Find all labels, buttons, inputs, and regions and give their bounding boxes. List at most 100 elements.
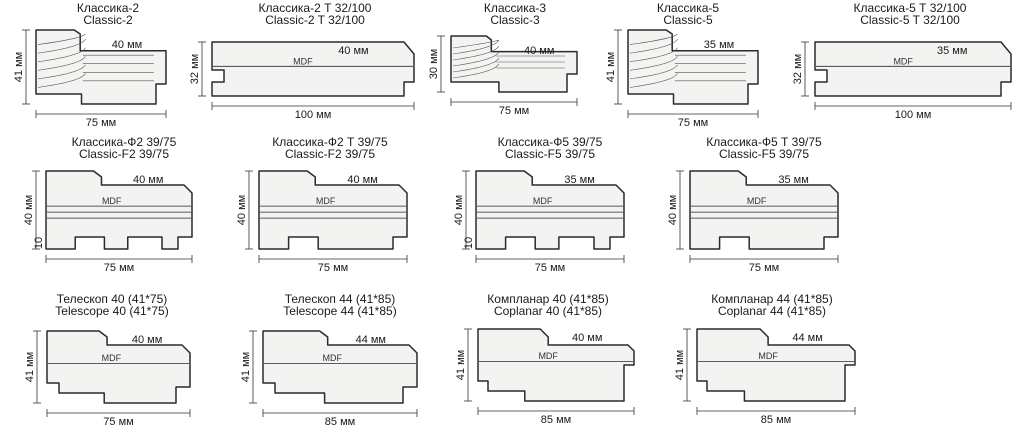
step-label: 44 мм	[356, 334, 386, 346]
width-label: 85 мм	[325, 416, 355, 428]
profile-outline	[46, 330, 191, 404]
profile-cop44: Компланар 44 (41*85)Coplanar 44 (41*85)M…	[674, 292, 856, 426]
profile-title-ru: Классика-2	[77, 1, 140, 15]
step-label: 40 мм	[132, 334, 162, 346]
step-label: 44 мм	[792, 332, 822, 344]
profile-outline	[35, 29, 167, 105]
width-label: 100 мм	[295, 109, 332, 121]
height-label: 32 мм	[189, 54, 201, 84]
step-label: 40 мм	[347, 174, 377, 186]
height-label: 41 мм	[24, 352, 36, 382]
profile-title-en: Classic-5 T 32/100	[860, 13, 960, 27]
height-label: 40 мм	[23, 195, 35, 225]
wood-grain-line	[629, 73, 678, 88]
profile-title-en: Classic-2 T 32/100	[265, 13, 365, 27]
material-label: MDF	[323, 353, 343, 363]
wood-grain-line	[629, 56, 678, 71]
profile-title-ru: Компланар 44 (41*85)	[711, 292, 832, 306]
material-label: MDF	[102, 196, 122, 206]
width-label: 85 мм	[761, 414, 791, 426]
wood-grain-line	[452, 57, 500, 73]
profile-title-en: Coplanar 40 (41*85)	[494, 304, 602, 318]
width-label: 75 мм	[499, 105, 529, 117]
profile-tel44: Телескоп 44 (41*85)Telescope 44 (41*85) M…	[240, 292, 418, 428]
profile-title-ru: Классика-5	[657, 1, 720, 15]
profile-outline	[45, 170, 193, 250]
profile-title-ru: Классика-Ф5 39/75	[498, 135, 603, 149]
wood-grain-line	[452, 39, 500, 55]
height-label: 41 мм	[240, 352, 252, 382]
wood-grain-line	[37, 33, 86, 45]
step-label: 40 мм	[133, 174, 163, 186]
width-label: 75 мм	[678, 117, 708, 129]
profile-outline	[477, 328, 635, 402]
width-label: 75 мм	[749, 262, 779, 274]
profile-outline	[689, 170, 839, 250]
wood-grain-line	[37, 64, 86, 80]
profile-title-ru: Классика-5 Т 32/100	[854, 1, 967, 15]
height-label: 30 мм	[428, 49, 440, 79]
profile-title-ru: Классика-Ф2 Т 39/75	[272, 135, 388, 149]
wood-grain-line	[37, 47, 86, 63]
wood-grain-line	[37, 38, 86, 54]
height-label: 41 мм	[13, 52, 25, 82]
wood-grain-line	[629, 38, 678, 54]
height-label: 41 мм	[455, 350, 467, 380]
step-label: 40 мм	[338, 45, 368, 57]
material-label: MDF	[893, 57, 913, 67]
side-dimension-label: 10	[33, 237, 45, 249]
height-label: 40 мм	[667, 195, 679, 225]
profile-title-en: Classic-2	[83, 13, 133, 27]
wood-grain-line	[37, 73, 86, 88]
material-label: MDF	[747, 196, 767, 206]
step-label: 35 мм	[704, 39, 734, 51]
height-label: 41 мм	[605, 52, 617, 82]
profile-title-en: Coplanar 44 (41*85)	[718, 304, 826, 318]
width-label: 75 мм	[104, 262, 134, 274]
profile-title-en: Telescope 40 (41*75)	[55, 304, 168, 318]
width-label: 75 мм	[318, 262, 348, 274]
material-label: MDF	[538, 351, 558, 361]
wood-grain-line	[629, 33, 678, 45]
profile-title-ru: Телескоп 44 (41*85)	[285, 292, 396, 306]
profile-title-en: Classic-F5 39/75	[505, 147, 595, 161]
profile-title-ru: Классика-Ф2 39/75	[72, 135, 177, 149]
wood-grain-line	[452, 45, 500, 61]
material-label: MDF	[316, 196, 336, 206]
profile-tel40: Телескоп 40 (41*75)Telescope 40 (41*75) M…	[24, 292, 191, 428]
profile-title-ru: Телескоп 40 (41*75)	[57, 292, 168, 306]
profile-title-en: Classic-F2 39/75	[79, 147, 169, 161]
width-label: 75 мм	[535, 262, 565, 274]
profile-title-ru: Классика-3	[484, 1, 547, 15]
wood-grain-line	[629, 64, 678, 80]
profile-title-en: Classic-F2 39/75	[285, 147, 375, 161]
profile-title-ru: Компланар 40 (41*85)	[487, 292, 608, 306]
height-label: 32 мм	[792, 54, 804, 84]
wood-grain-line	[629, 47, 678, 63]
height-label: 41 мм	[674, 350, 686, 380]
side-dimension-label: 10	[463, 237, 475, 249]
step-label: 35 мм	[564, 174, 594, 186]
profile-title-en: Classic-3	[490, 13, 540, 27]
profile-title-en: Telescope 44 (41*85)	[283, 304, 396, 318]
profile-outline	[211, 41, 415, 97]
width-label: 75 мм	[103, 416, 133, 428]
material-label: MDF	[102, 353, 122, 363]
profile-title-ru: Классика-Ф5 Т 39/75	[706, 135, 822, 149]
material-label: MDF	[533, 196, 553, 206]
wood-grain-line	[452, 63, 500, 79]
profile-outline	[262, 330, 418, 404]
profile-outline	[627, 29, 759, 105]
height-label: 40 мм	[236, 195, 248, 225]
profile-outline	[696, 328, 856, 402]
step-label: 35 мм	[778, 174, 808, 186]
profile-title-en: Classic-F5 39/75	[719, 147, 809, 161]
